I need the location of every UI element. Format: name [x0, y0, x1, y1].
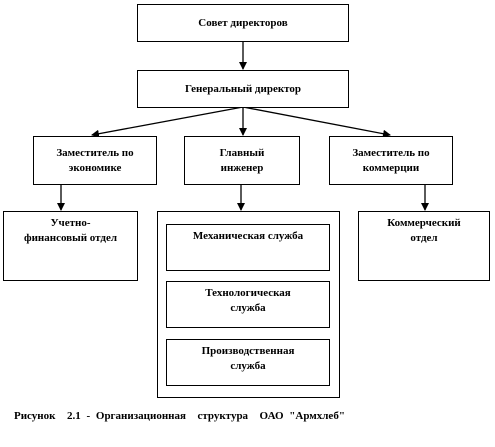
deputy-economics-box: Заместитель по экономике: [33, 136, 157, 185]
technological-service-box: Технологическая служба: [166, 281, 330, 328]
mechanical-service-box: Механическая служба: [166, 224, 330, 271]
arrow-general-to-deputy-commerce: [242, 106, 391, 138]
board-of-directors-box: Совет директоров: [137, 4, 349, 42]
accounting-department-box: Учетно- финансовый отдел: [3, 211, 138, 281]
commercial-department-box: Коммерческий отдел: [358, 211, 490, 281]
deputy-commerce-box: Заместитель по коммерции: [329, 136, 453, 185]
general-director-box: Генеральный директор: [137, 70, 349, 108]
figure-caption: Рисунок 2.1 - Организационная структура …: [14, 410, 345, 422]
arrow-general-to-deputy-economics: [91, 106, 244, 138]
chief-engineer-services-group: [157, 211, 340, 398]
chief-engineer-box: Главный инженер: [184, 136, 300, 185]
production-service-box: Производственная служба: [166, 339, 330, 386]
